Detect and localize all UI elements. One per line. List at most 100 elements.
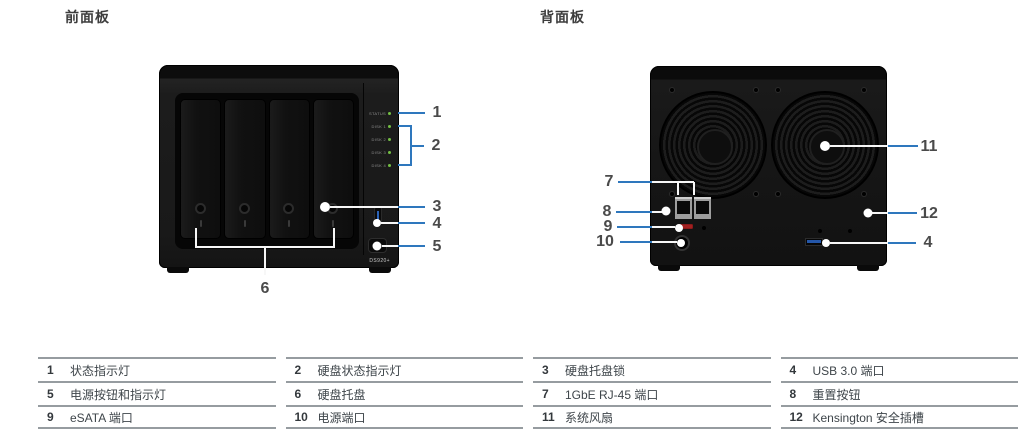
callout-number-6: 6: [260, 280, 270, 297]
tray-slit: [332, 220, 335, 227]
legend-item-number: 7: [542, 387, 549, 401]
legend-item-label: 电源按钮和指示灯: [70, 387, 167, 402]
callout-number-4-back: 4: [923, 234, 933, 251]
callout-number-8: 8: [602, 203, 612, 220]
legend-item-label: eSATA 端口: [70, 410, 133, 425]
tray-lock-icon: [327, 203, 339, 214]
callout-number-9: 9: [603, 218, 613, 235]
callout-number-3: 3: [432, 198, 442, 215]
legend-item-number: 5: [47, 387, 54, 401]
vent-hole: [702, 226, 706, 230]
tray-slit: [199, 220, 202, 227]
legend-item-label: 硬盘托盘: [317, 387, 366, 402]
disk3-led: DISK 3: [372, 149, 391, 155]
legend-row: 9 eSATA 端口: [38, 405, 276, 429]
callout-number-12: 12: [920, 205, 938, 222]
back-usb3-port: [805, 238, 823, 246]
legend-row: 12 Kensington 安全插槽: [780, 405, 1018, 429]
screw-icon: [754, 88, 758, 92]
disk3-led-label: DISK 3: [371, 149, 386, 155]
screw-icon: [862, 88, 866, 92]
drive-bay-area: [175, 93, 359, 249]
legend-row: 10 电源端口: [285, 405, 523, 429]
device-foot: [857, 265, 879, 271]
led-dot-icon: [388, 150, 391, 154]
tray-lock-icon: [283, 203, 295, 214]
screw-icon: [862, 192, 866, 196]
led-dot-icon: [388, 111, 391, 115]
legend-item-number: 3: [542, 363, 549, 377]
drive-tray-3: [268, 99, 310, 239]
disk4-led-label: DISK 4: [371, 162, 386, 168]
screw-icon: [754, 192, 758, 196]
callout-number-10: 10: [596, 233, 614, 250]
device-foot: [658, 265, 680, 271]
led-dot-icon: [388, 163, 391, 167]
legend-item-label: 1GbE RJ-45 端口: [565, 387, 659, 402]
disk1-led: DISK 1: [372, 123, 391, 129]
status-led-label: STATUS: [369, 110, 386, 116]
legend-item-label: Kensington 安全插槽: [812, 410, 924, 425]
legend-item-label: 重置按钮: [812, 387, 861, 402]
legend-item-number: 12: [789, 410, 803, 424]
legend-item-number: 4: [789, 363, 797, 377]
legend-item-number: 11: [542, 410, 555, 424]
legend-row: 1 状态指示灯: [38, 357, 276, 381]
power-button: [368, 238, 387, 253]
front-usb3-port: [374, 207, 382, 223]
status-led: STATUS: [369, 110, 391, 116]
vent-hole: [818, 229, 822, 233]
legend-item-label: 系统风扇: [565, 410, 614, 425]
callout-number-1: 1: [432, 104, 442, 121]
esata-port: [678, 224, 693, 229]
drive-tray-1: [180, 99, 222, 239]
nas-front-view: STATUS DISK 1 DISK 2 DISK 3 DISK 4 DS920…: [159, 65, 399, 273]
legend-item-label: 状态指示灯: [70, 363, 131, 378]
led-dot-icon: [388, 137, 391, 141]
tray-lock-icon: [238, 203, 250, 214]
screw-icon: [670, 192, 674, 196]
legend-item-number: 1: [47, 363, 54, 377]
front-panel-title: 前面板: [65, 9, 110, 25]
rj45-port-2: [694, 197, 711, 219]
usb-connector-icon: [807, 240, 821, 243]
legend-item-label: 硬盘托盘锁: [565, 363, 626, 378]
legend-item-number: 2: [294, 363, 302, 377]
disk2-led-label: DISK 2: [371, 136, 386, 142]
screw-icon: [670, 88, 674, 92]
legend-item-number: 6: [294, 387, 302, 401]
disk4-led: DISK 4: [372, 162, 391, 168]
callout-number-2: 2: [431, 137, 441, 154]
kensington-slot: [866, 211, 870, 215]
rj45-jack: [677, 201, 690, 214]
legend-item-number: 10: [294, 410, 308, 424]
system-fan-left: [659, 91, 767, 199]
rj45-port-1: [675, 197, 692, 219]
vent-hole: [848, 229, 852, 233]
legend-row: 4 USB 3.0 端口: [780, 357, 1018, 381]
drive-tray-2: [224, 99, 266, 239]
control-column-seam: [363, 83, 364, 255]
usb-connector-icon: [377, 211, 379, 220]
nas-back-view: [650, 66, 887, 271]
tray-slit: [288, 220, 291, 227]
led-dot-icon: [388, 124, 391, 128]
disk2-led: DISK 2: [372, 136, 391, 142]
legend-column-1: 1 状态指示灯 5 电源按钮和指示灯 9 eSATA 端口: [38, 357, 276, 429]
drive-tray-4: [312, 99, 354, 239]
tray-lock-icon: [194, 203, 206, 214]
legend-item-label: 电源端口: [317, 410, 366, 425]
legend-row: 5 电源按钮和指示灯: [38, 381, 276, 405]
rj45-jack: [696, 201, 709, 214]
legend-item-label: USB 3.0 端口: [812, 363, 885, 378]
device-foot: [369, 267, 391, 273]
legend-item-number: 9: [47, 410, 54, 424]
legend-row: 3 硬盘托盘锁: [533, 357, 771, 381]
tray-slit: [243, 220, 246, 227]
